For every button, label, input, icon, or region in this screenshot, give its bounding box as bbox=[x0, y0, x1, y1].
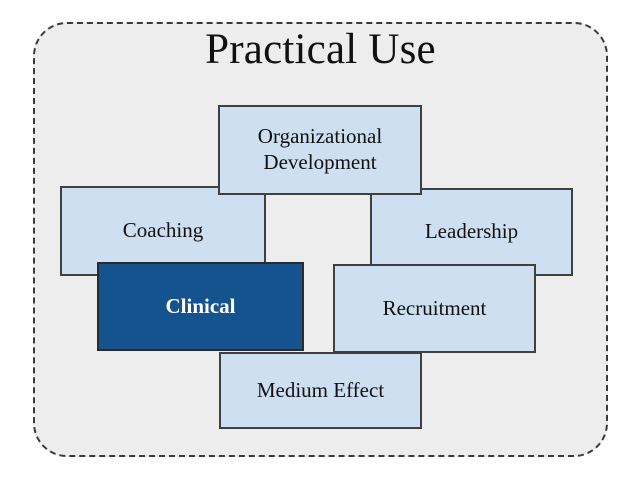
node-organizational-development-label: Organizational Development bbox=[226, 124, 414, 175]
node-coaching-label: Coaching bbox=[122, 218, 204, 243]
node-leadership[interactable]: Leadership bbox=[370, 188, 573, 276]
node-leadership-label: Leadership bbox=[424, 219, 519, 244]
node-organizational-development[interactable]: Organizational Development bbox=[218, 105, 422, 195]
node-clinical[interactable]: Clinical bbox=[97, 262, 304, 351]
node-medium-effect[interactable]: Medium Effect bbox=[219, 352, 422, 429]
node-recruitment[interactable]: Recruitment bbox=[333, 264, 536, 353]
node-organizational-development-line1: Organizational bbox=[257, 124, 383, 149]
node-coaching[interactable]: Coaching bbox=[60, 186, 266, 276]
node-clinical-label: Clinical bbox=[165, 293, 236, 318]
node-medium-effect-label: Medium Effect bbox=[256, 377, 385, 402]
node-recruitment-label: Recruitment bbox=[382, 295, 487, 320]
node-organizational-development-line2: Development bbox=[263, 150, 377, 174]
page-title: Practical Use bbox=[205, 26, 436, 73]
